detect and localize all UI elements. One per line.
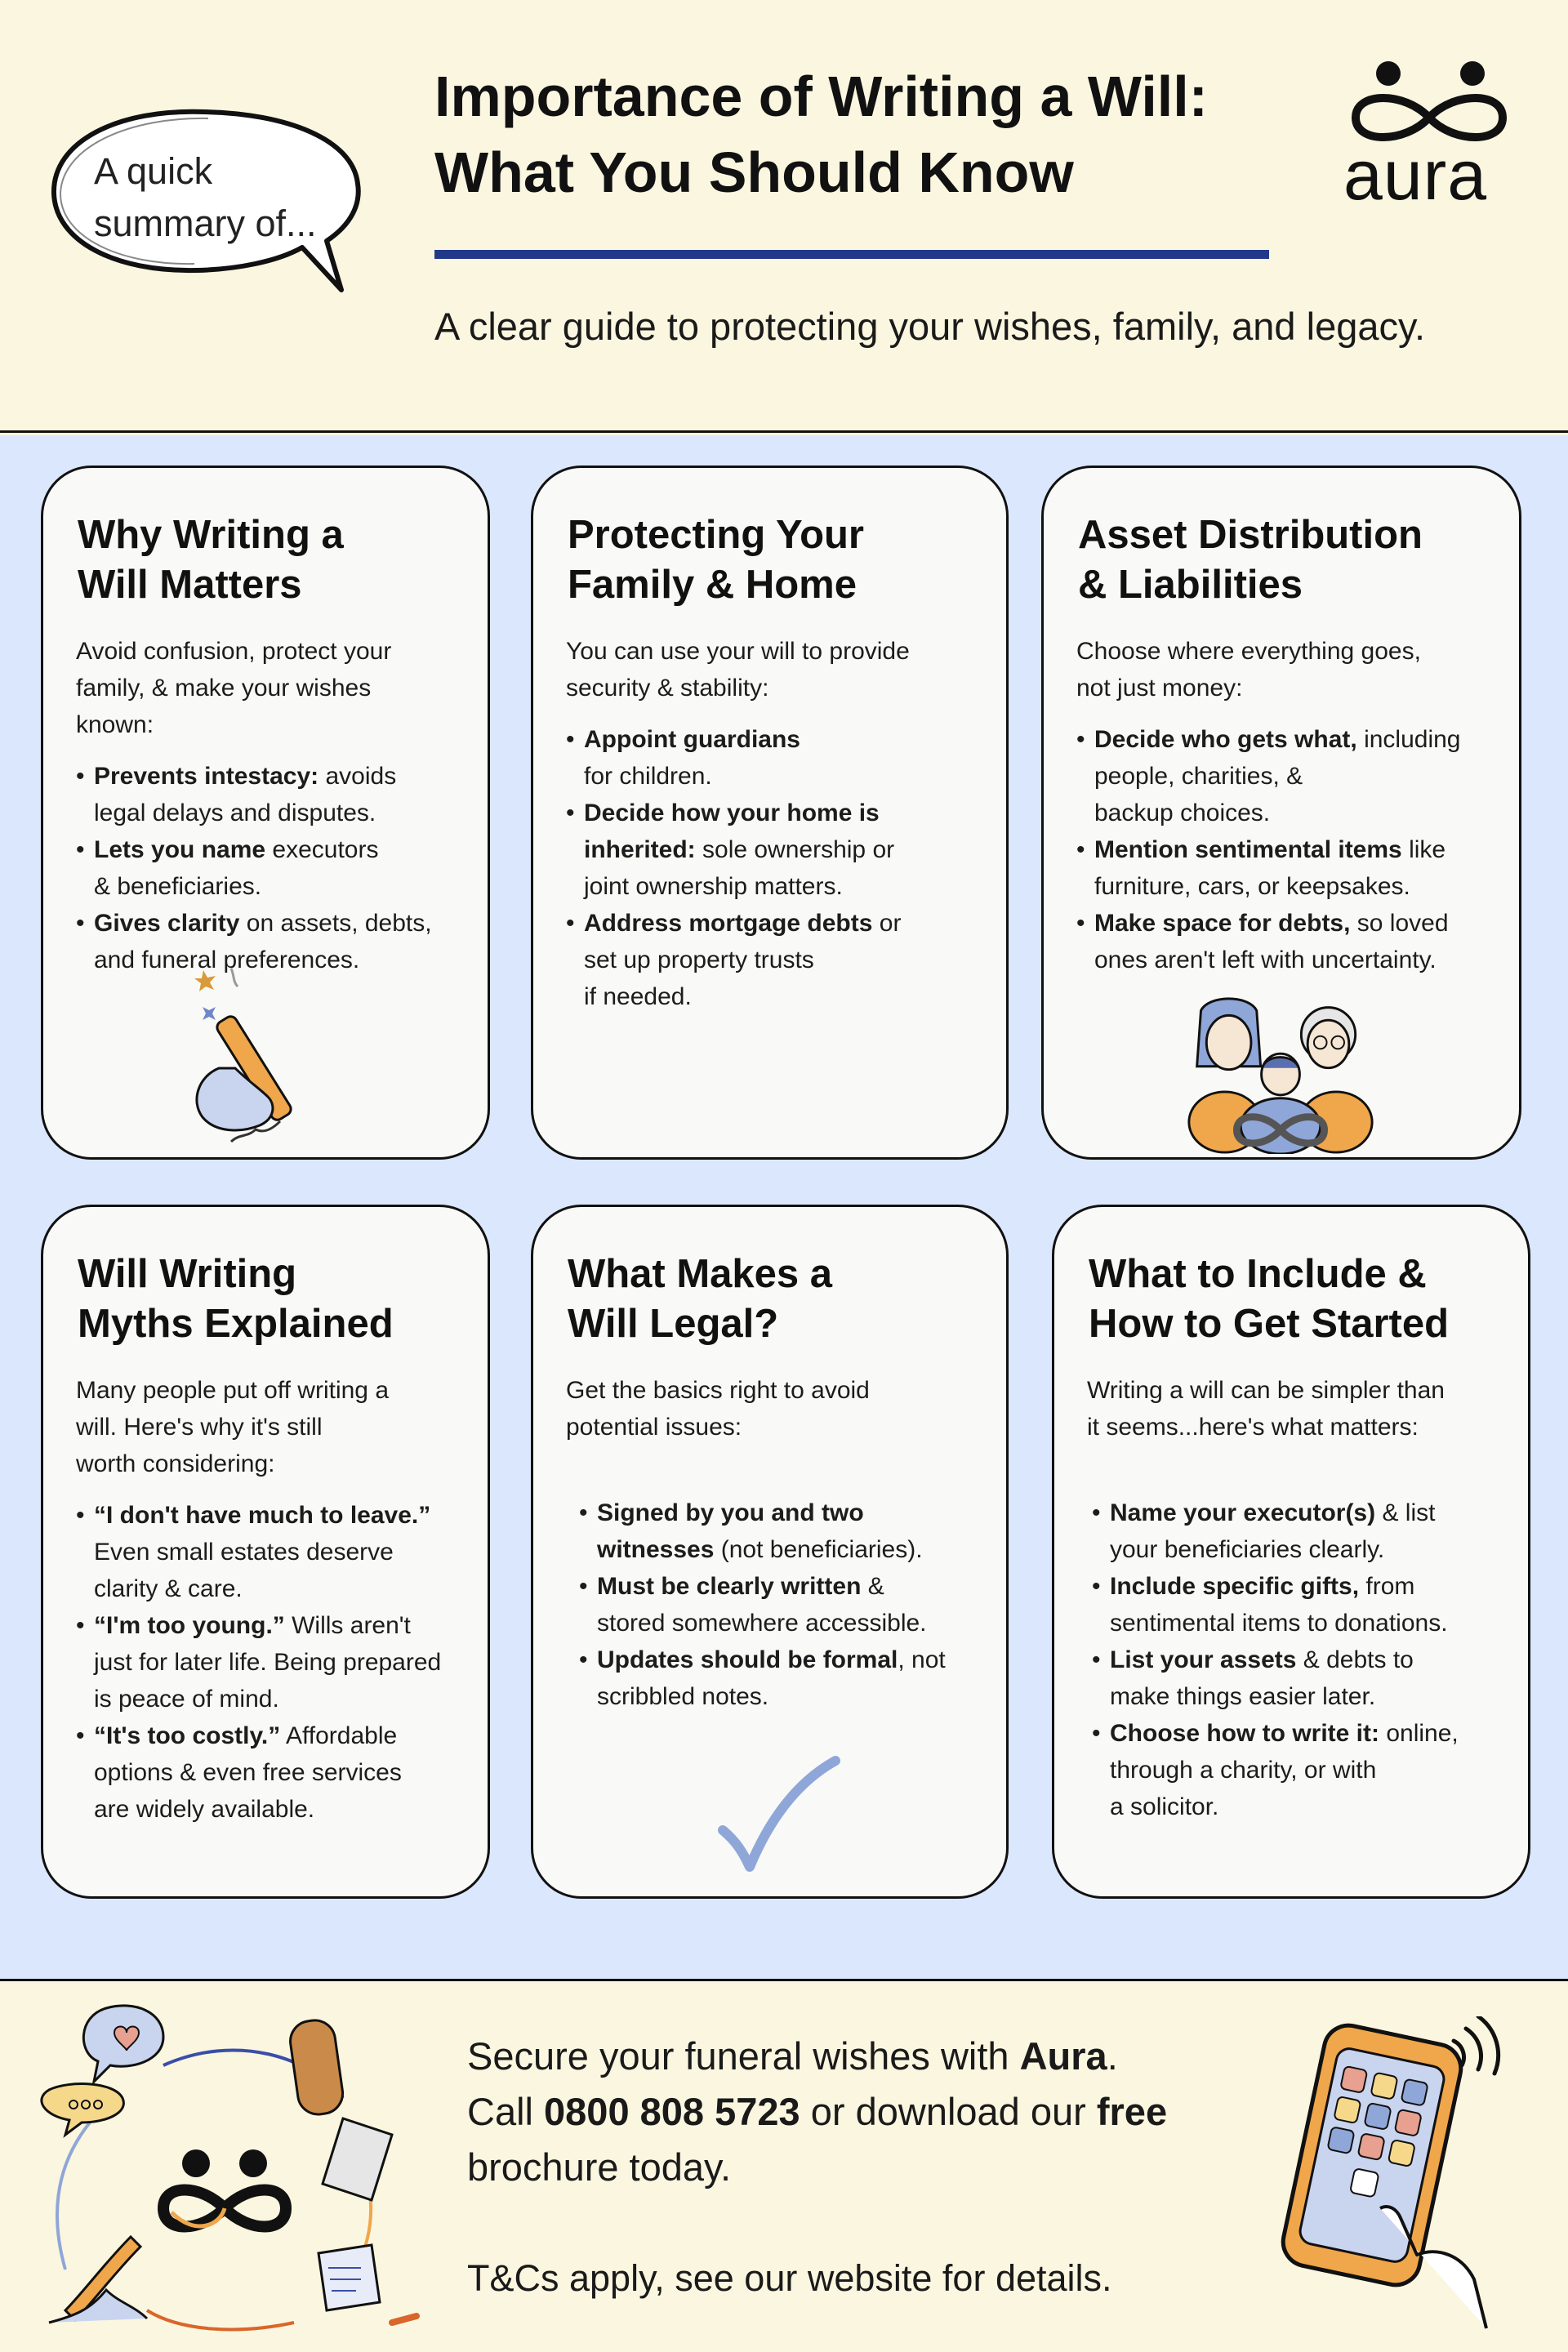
card-legal: What Makes a Will Legal? Get the basics … bbox=[531, 1205, 1009, 1899]
list-item: Choose how to write it: online, through … bbox=[1092, 1715, 1495, 1825]
card-title: What Makes a Will Legal? bbox=[568, 1252, 833, 1346]
list-item: Updates should be formal, not scribbled … bbox=[579, 1642, 973, 1715]
list-item: Signed by you and two witnesses (not ben… bbox=[579, 1494, 973, 1568]
list-item: Address mortgage debts or set up propert… bbox=[566, 905, 973, 1015]
checkmark-icon bbox=[718, 1756, 840, 1872]
card-bullets: Signed by you and two witnesses (not ben… bbox=[579, 1494, 973, 1715]
cta-line-1: Secure your funeral wishes with Aura. bbox=[467, 2034, 1118, 2078]
card-why-writing: Why Writing a Will Matters Avoid confusi… bbox=[41, 466, 490, 1160]
cta-line-3: brochure today. bbox=[467, 2145, 732, 2189]
call-to-action: Secure your funeral wishes with Aura. Ca… bbox=[467, 2029, 1284, 2195]
card-bullets: Prevents intestacy: avoids legal delays … bbox=[76, 758, 455, 978]
card-bullets: Decide who gets what, including people, … bbox=[1076, 721, 1486, 978]
list-item: Appoint guardians for children. bbox=[566, 721, 973, 795]
cta-line-2: Call 0800 808 5723 or download our free bbox=[467, 2090, 1168, 2133]
list-item: “I'm too young.” Wills aren't just for l… bbox=[76, 1607, 455, 1717]
list-item: Lets you name executors & beneficiaries. bbox=[76, 831, 455, 905]
card-intro: Avoid confusion, protect your family, & … bbox=[76, 638, 392, 738]
list-item: “It's too costly.” Affordable options & … bbox=[76, 1717, 455, 1828]
aura-logo-icon bbox=[1351, 61, 1508, 141]
list-item: “I don't have much to leave.” Even small… bbox=[76, 1497, 455, 1607]
phone-number[interactable]: 0800 808 5723 bbox=[544, 2090, 800, 2133]
list-item: Decide who gets what, including people, … bbox=[1076, 721, 1486, 831]
page-subtitle: A clear guide to protecting your wishes,… bbox=[434, 305, 1426, 348]
card-myths: Will Writing Myths Explained Many people… bbox=[41, 1205, 490, 1899]
card-protecting-family: Protecting Your Family & Home You can us… bbox=[531, 466, 1009, 1160]
family-icon bbox=[1187, 997, 1374, 1154]
page-title: Importance of Writing a Will: What You S… bbox=[434, 65, 1208, 204]
logo-wordmark: aura bbox=[1343, 136, 1488, 215]
list-item: Prevents intestacy: avoids legal delays … bbox=[76, 758, 455, 831]
footer: Secure your funeral wishes with Aura. Ca… bbox=[0, 1984, 1568, 2352]
title-underline bbox=[434, 250, 1269, 259]
card-intro: Get the basics right to avoid potential … bbox=[566, 1377, 870, 1441]
speech-bubble-icon bbox=[51, 109, 361, 292]
card-intro: You can use your will to provide securit… bbox=[566, 638, 910, 702]
card-asset-distribution: Asset Distribution & Liabilities Choose … bbox=[1041, 466, 1521, 1160]
bubble-text: A quick summary of... bbox=[94, 150, 317, 244]
terms-note: T&Cs apply, see our website for details. bbox=[467, 2257, 1112, 2299]
phone-app-icon bbox=[1281, 2016, 1501, 2329]
list-item: Name your executor(s) & list your benefi… bbox=[1092, 1494, 1495, 1568]
list-item: Include specific gifts, from sentimental… bbox=[1092, 1568, 1495, 1642]
card-intro: Choose where everything goes, not just m… bbox=[1076, 638, 1421, 702]
list-item: List your assets & debts to make things … bbox=[1092, 1642, 1495, 1715]
card-title: Why Writing a Will Matters bbox=[78, 513, 344, 607]
card-get-started: What to Include & How to Get Started Wri… bbox=[1052, 1205, 1530, 1899]
card-bullets: Appoint guardians for children. Decide h… bbox=[566, 721, 973, 1015]
card-title: Protecting Your Family & Home bbox=[568, 513, 865, 607]
header: A quick summary of... Importance of Writ… bbox=[0, 0, 1568, 433]
list-item: Gives clarity on assets, debts, and fune… bbox=[76, 905, 455, 978]
card-bullets: Name your executor(s) & list your benefi… bbox=[1092, 1494, 1495, 1825]
card-title: What to Include & How to Get Started bbox=[1089, 1252, 1450, 1346]
writing-hand-icon bbox=[194, 968, 292, 1143]
list-item: Make space for debts, so loved ones aren… bbox=[1076, 905, 1486, 978]
memorial-collage-icon bbox=[40, 2004, 420, 2332]
card-bullets: “I don't have much to leave.” Even small… bbox=[76, 1497, 455, 1828]
card-intro: Many people put off writing a will. Here… bbox=[76, 1377, 390, 1477]
card-title: Will Writing Myths Explained bbox=[78, 1252, 394, 1346]
list-item: Mention sentimental items like furniture… bbox=[1076, 831, 1486, 905]
card-intro: Writing a will can be simpler than it se… bbox=[1087, 1377, 1445, 1441]
card-title: Asset Distribution & Liabilities bbox=[1078, 513, 1423, 607]
list-item: Decide how your home is inherited: sole … bbox=[566, 795, 973, 905]
list-item: Must be clearly written & stored somewhe… bbox=[579, 1568, 973, 1642]
cards-section: Why Writing a Will Matters Avoid confusi… bbox=[0, 435, 1568, 1981]
